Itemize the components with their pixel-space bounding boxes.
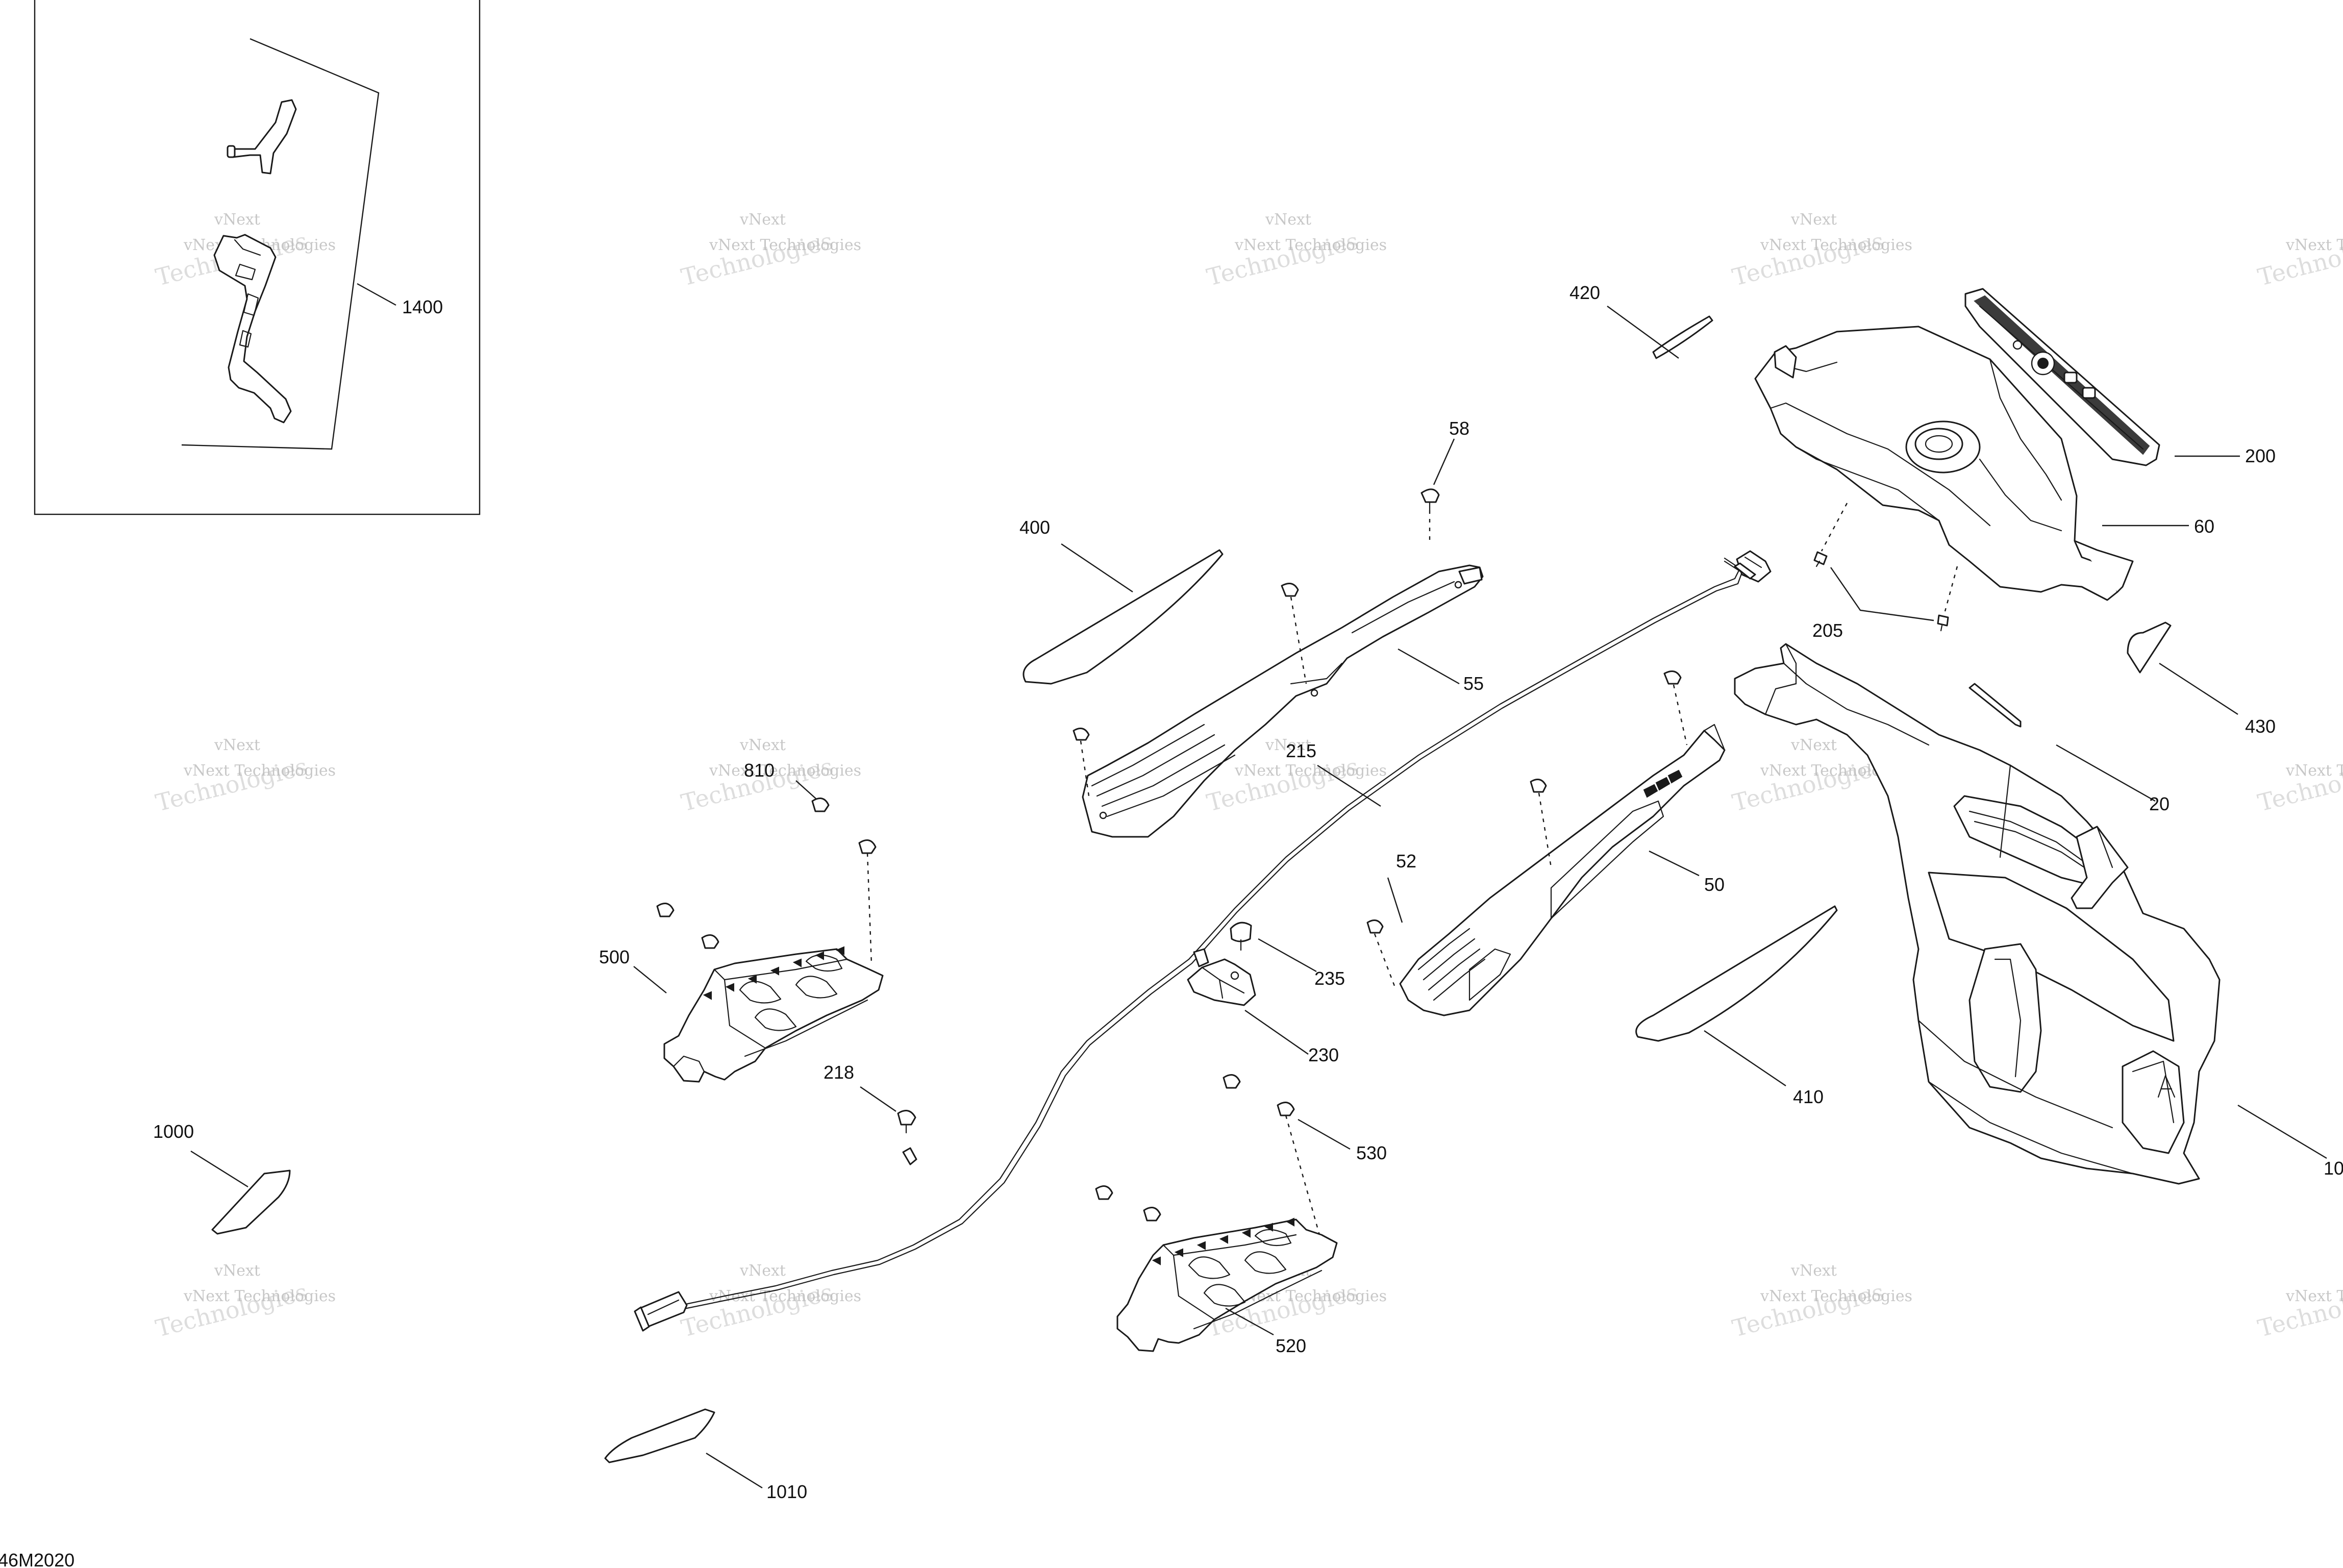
watermark: vNext Technologies Technologies <box>2255 227 2343 291</box>
part-screw-58: 58 <box>1420 418 1469 541</box>
callout-1000: 1000 <box>153 1121 194 1142</box>
part-screws-205: 205 <box>1812 503 1958 641</box>
leader-1400 <box>357 283 396 306</box>
svg-text:vNext: vNext <box>1790 211 1837 229</box>
svg-text:vNext Technologies: vNext Technologies <box>1760 1287 1912 1305</box>
part-side-panel-50: 52 50 <box>1366 670 1726 1016</box>
svg-text:vNext: vNext <box>1265 736 1311 754</box>
watermark: vNext Technologies Technologies <box>2255 753 2343 817</box>
watermark: vNext vNext Technologies Technologies <box>1730 1262 1912 1342</box>
part-side-panel-55: 55 <box>1073 564 1484 838</box>
callout-430: 430 <box>2245 716 2276 737</box>
part-clip-235: 235 <box>1230 922 1345 989</box>
callout-58: 58 <box>1449 418 1469 439</box>
part-decal-small <box>1968 683 2022 728</box>
watermark: vNext vNext Technologies Technologies <box>1204 211 1387 291</box>
callout-50: 50 <box>1704 874 1725 895</box>
svg-text:vNext: vNext <box>739 211 786 229</box>
watermark: vNext vNext Technologies Technologies <box>153 1262 336 1342</box>
svg-text:vNext: vNext <box>214 1262 260 1280</box>
part-decal-430: 430 <box>2127 621 2276 737</box>
callout-10: 10 <box>2324 1158 2343 1179</box>
svg-text:vNext Technologies: vNext Technologies <box>1234 236 1387 254</box>
part-harness-215: 215 <box>634 550 1772 1332</box>
callout-420: 420 <box>1569 282 1600 303</box>
callout-410: 410 <box>1793 1086 1824 1107</box>
watermark: vNext vNext Technologies Technologies <box>1730 211 1912 291</box>
callout-400: 400 <box>1019 517 1050 538</box>
svg-text:vNext Technologies: vNext Technologies <box>2285 1287 2343 1305</box>
svg-text:vNext Technologies: vNext Technologies <box>2285 762 2343 780</box>
watermark: vNext vNext Technologies Technologies <box>679 1262 861 1342</box>
part-decal-1010: 1010 <box>604 1408 807 1502</box>
callout-810: 810 <box>744 760 775 781</box>
svg-text:vNext Technologies: vNext Technologies <box>709 236 861 254</box>
inset-panel: 1400 <box>34 0 481 515</box>
part-gauge-200: 200 <box>1964 288 2276 466</box>
reference-code: 46M2020 <box>0 1550 74 1568</box>
callout-55: 55 <box>1463 673 1484 694</box>
part-push-nut-218: 218 <box>824 1062 916 1134</box>
svg-text:vNext Technologies: vNext Technologies <box>183 762 336 780</box>
callout-20: 20 <box>2149 793 2170 814</box>
part-clip-230: 230 <box>1187 958 1339 1065</box>
watermark: vNext vNext Technologies Technologies <box>153 736 336 817</box>
callout-200: 200 <box>2245 445 2276 466</box>
callout-500: 500 <box>599 947 630 967</box>
part-decal-410: 410 <box>1635 905 1838 1107</box>
svg-text:vNext Technologies: vNext Technologies <box>709 1287 861 1305</box>
callout-235: 235 <box>1314 968 1345 989</box>
svg-text:vNext: vNext <box>739 1262 786 1280</box>
callout-215: 215 <box>1286 740 1316 761</box>
callout-230: 230 <box>1308 1044 1339 1065</box>
callout-1400: 1400 <box>402 296 443 317</box>
svg-text:vNext: vNext <box>1265 211 1311 229</box>
svg-text:vNext: vNext <box>214 211 260 229</box>
callout-52: 52 <box>1396 851 1416 872</box>
watermark: vNext Technologies Technologies <box>2255 1278 2343 1342</box>
svg-text:vNext: vNext <box>1790 736 1837 754</box>
callout-205: 205 <box>1812 620 1843 641</box>
callout-1010: 1010 <box>766 1481 807 1502</box>
part-decal-1000: 1000 <box>153 1121 291 1235</box>
svg-text:vNext Technologies: vNext Technologies <box>2285 236 2343 254</box>
callout-520: 520 <box>1276 1335 1306 1356</box>
part-front-fascia-10: 20 10 <box>1734 643 2343 1185</box>
callout-60: 60 <box>2194 516 2214 537</box>
part-footrest-520: 530 520 <box>1095 1074 1387 1356</box>
callout-218: 218 <box>824 1062 854 1083</box>
part-footrest-500: 810 500 <box>599 760 884 1083</box>
svg-text:vNext: vNext <box>739 736 786 754</box>
svg-text:vNext: vNext <box>1790 1262 1837 1280</box>
part-dash-panel-60: 60 <box>1754 326 2214 601</box>
svg-text:vNext Technologies: vNext Technologies <box>709 762 861 780</box>
part-decal-400: 400 <box>1019 517 1224 685</box>
svg-text:vNext Technologies: vNext Technologies <box>183 1287 336 1305</box>
callout-530: 530 <box>1356 1142 1387 1163</box>
tool-bracket-part <box>213 99 297 424</box>
part-decal-420: 420 <box>1569 282 1713 359</box>
svg-text:vNext Technologies: vNext Technologies <box>1760 236 1912 254</box>
watermark: vNext vNext Technologies Technologies <box>679 211 861 291</box>
inset-bracket <box>181 38 380 450</box>
svg-text:vNext: vNext <box>214 736 260 754</box>
inset-frame <box>34 0 481 515</box>
svg-text:vNext Technologies: vNext Technologies <box>1234 762 1387 780</box>
